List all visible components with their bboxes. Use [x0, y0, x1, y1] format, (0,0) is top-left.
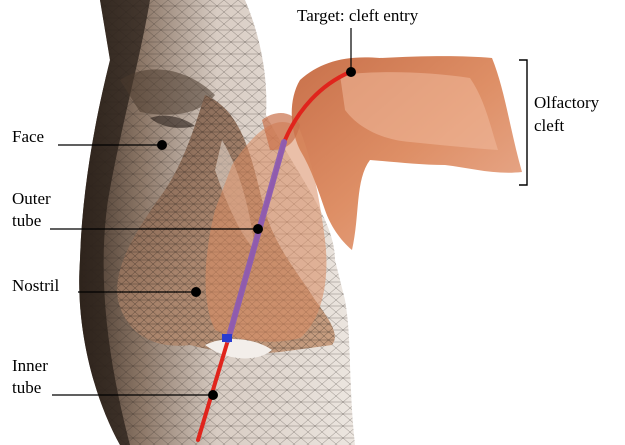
label-face: Face	[12, 127, 44, 147]
label-nostril: Nostril	[12, 276, 59, 296]
label-outer-line2: tube	[12, 211, 41, 231]
outer-tube-point	[253, 224, 263, 234]
target-point	[346, 67, 356, 77]
label-inner-line2: tube	[12, 378, 41, 398]
label-inner-line1: Inner	[12, 356, 48, 376]
nostril-point	[191, 287, 201, 297]
inner-tube-point	[208, 390, 218, 400]
label-olfactory-line2: cleft	[534, 116, 564, 136]
tube-joint-marker	[222, 334, 232, 342]
face-point	[157, 140, 167, 150]
label-olfactory-line1: Olfactory	[534, 93, 599, 113]
label-outer-line1: Outer	[12, 189, 51, 209]
label-target: Target: cleft entry	[297, 6, 418, 26]
